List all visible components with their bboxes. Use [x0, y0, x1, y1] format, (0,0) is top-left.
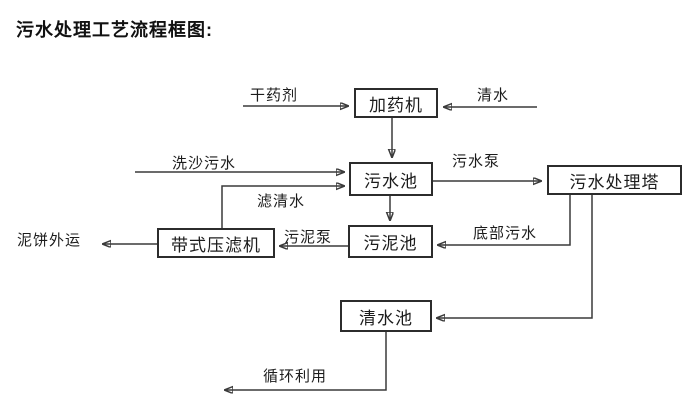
label-mud-cake-out: 泥饼外运	[17, 232, 82, 249]
label-bottom-sewage: 底部污水	[473, 225, 538, 242]
node-sewage-pool: 污水池	[349, 162, 433, 196]
node-treatment-tower: 污水处理塔	[547, 165, 682, 195]
label-clean-water: 清水	[477, 87, 510, 104]
edge-bottom-sewage-arrow	[438, 195, 571, 245]
node-dosing-machine: 加药机	[354, 88, 438, 118]
edge-tower-to-clean-water-pool-arrow	[437, 195, 593, 318]
label-dry-agent: 干药剂	[250, 87, 299, 104]
node-belt-filter-press: 带式压滤机	[157, 228, 275, 258]
edge-filtered-water-arrow	[221, 186, 344, 228]
label-sludge-pump: 污泥泵	[284, 229, 333, 246]
label-filtered-water: 滤清水	[257, 193, 306, 210]
node-clean-water-pool: 清水池	[340, 300, 432, 332]
diagram-title: 污水处理工艺流程框图:	[16, 20, 213, 40]
label-sand-washing-sewage: 洗沙污水	[172, 155, 237, 172]
node-sludge-pool: 污泥池	[348, 225, 433, 258]
label-sewage-pump: 污水泵	[452, 153, 501, 170]
edge-recycle-arrow	[225, 332, 387, 390]
label-recycle: 循环利用	[263, 368, 328, 385]
